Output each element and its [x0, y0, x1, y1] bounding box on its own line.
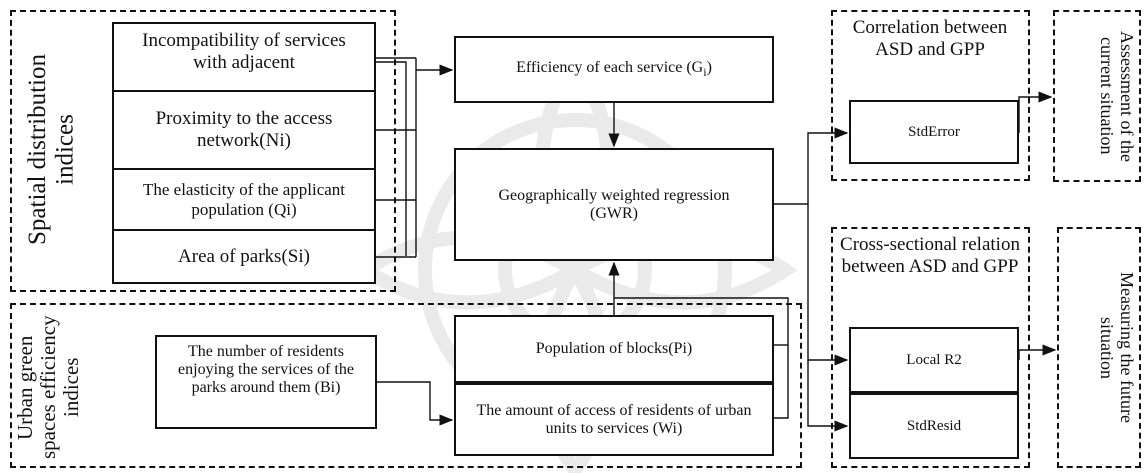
assessment-frame [1053, 10, 1141, 182]
stderror-box: StdError [849, 100, 1019, 164]
elasticity-label: The elasticity of the applicant populati… [142, 179, 346, 219]
access-label: The amount of access of residents of urb… [476, 401, 752, 437]
stdresid-label: StdResid [906, 417, 962, 434]
efficiency-box: Efficiency of each service (Gi) [454, 36, 774, 103]
stderror-label: StdError [908, 123, 960, 140]
residents-enjoying-box: The number of residents enjoying the ser… [155, 335, 377, 429]
spatial-group-frame [10, 10, 396, 292]
local-r2-label: Local R2 [906, 351, 962, 368]
gwr-label: Geographically weighted regression (GWR) [498, 186, 730, 222]
area-of-parks-label: Area of parks(Si) [178, 245, 310, 267]
proximity-label: Proximity to the access network(Ni) [155, 108, 333, 151]
incompatibility-box: Incompatibility of services with adjacen… [112, 22, 376, 92]
population-blocks-box: Population of blocks(Pi) [454, 315, 774, 383]
stdresid-box: StdResid [849, 393, 1019, 459]
incompatibility-label: Incompatibility of services with adjacen… [142, 30, 346, 73]
cross-sectional-title: Cross-sectional relation between ASD and… [840, 234, 1020, 277]
urban-group-frame [10, 303, 802, 468]
population-blocks-label: Population of blocks(Pi) [535, 340, 693, 357]
access-box: The amount of access of residents of urb… [454, 383, 774, 456]
measuring-label: Measuring the future situation [1097, 272, 1137, 423]
proximity-box: Proximity to the access network(Ni) [112, 90, 376, 170]
area-of-parks-box: Area of parks(Si) [112, 229, 376, 284]
residents-enjoying-label: The number of residents enjoying the ser… [178, 343, 354, 396]
correlation-title: Correlation between ASD and GPP [852, 17, 1008, 60]
assessment-label: Assessment of the current situation [1097, 30, 1137, 162]
efficiency-label: Efficiency of each service (Gi) [516, 58, 712, 80]
elasticity-box: The elasticity of the applicant populati… [112, 168, 376, 231]
cross-sectional-group-frame [831, 227, 1030, 468]
correlation-group-frame [831, 10, 1030, 181]
gwr-box: Geographically weighted regression (GWR) [454, 148, 774, 261]
measuring-frame [1057, 227, 1141, 468]
local-r2-box: Local R2 [849, 327, 1019, 393]
